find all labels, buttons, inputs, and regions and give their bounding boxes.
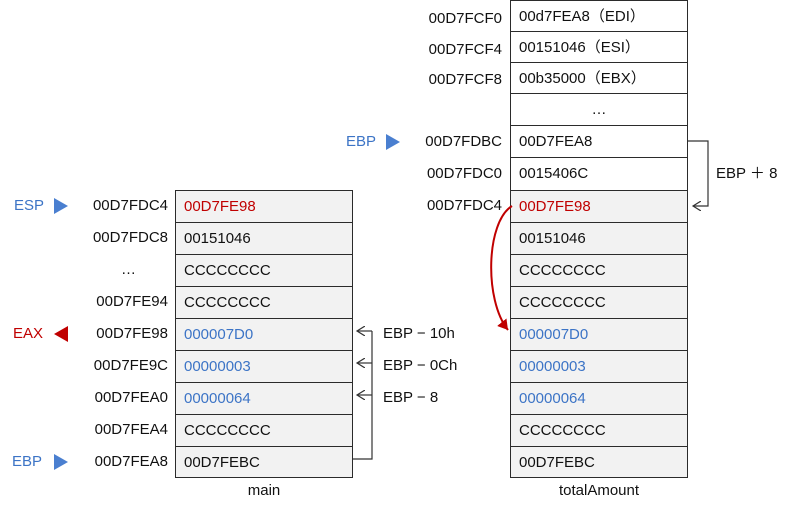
main-addr-4: 00D7FE98 — [96, 325, 168, 342]
total-cell-12: 00000064 — [510, 382, 688, 415]
main-cell-6: 00000064 — [175, 382, 353, 415]
total-addr-4: 00D7FDBC — [425, 133, 502, 150]
total-cell-9: CCCCCCCC — [510, 286, 688, 319]
ebp-total-label: EBP — [346, 133, 377, 150]
total-cell-3: … — [510, 93, 688, 126]
offset-ebp-minus-0ch: EBP − 0Ch — [383, 357, 458, 374]
main-cell-4: 000007D0 — [175, 318, 353, 351]
pointer-deref-arrow — [490, 205, 513, 331]
total-cell-14: 00D7FEBC — [510, 446, 688, 478]
main-addr-1: 00D7FDC8 — [92, 229, 168, 246]
main-cell-1: 00151046 — [175, 222, 353, 255]
total-cell-5: 0015406C — [510, 157, 688, 191]
total-cell-6: 00D7FE98 — [510, 190, 688, 223]
main-addr-8: 00D7FEA8 — [94, 453, 168, 470]
total-cell-7: 00151046 — [510, 222, 688, 255]
main-cell-5: 00000003 — [175, 350, 353, 383]
ebp-main-pointer-icon — [54, 454, 68, 470]
total-addr-5: 00D7FDC0 — [426, 165, 502, 182]
total-cell-10: 000007D0 — [510, 318, 688, 351]
total-offset-bracket — [688, 140, 709, 206]
ebp-main-label: EBP — [12, 453, 43, 470]
eax-label: EAX — [13, 325, 44, 342]
main-cell-3: CCCCCCCC — [175, 286, 353, 319]
total-cell-8: CCCCCCCC — [510, 254, 688, 287]
total-cell-0: 00d7FEA8（EDI） — [510, 0, 688, 32]
offset-ebp-plus-8: EBP ＋ 8 — [716, 165, 778, 182]
total-addr-0: 00D7FCF0 — [428, 10, 502, 27]
eax-pointer-icon — [54, 326, 68, 342]
main-addr-6: 00D7FEA0 — [94, 389, 168, 406]
total-addr-2: 00D7FCF8 — [428, 71, 502, 88]
esp-pointer-icon — [54, 198, 68, 214]
main-offset-bracket — [353, 331, 373, 460]
main-cell-0: 00D7FE98 — [175, 190, 353, 223]
total-addr-6: 00D7FDC4 — [426, 197, 502, 214]
ebp-total-pointer-icon — [386, 134, 400, 150]
main-addr-5: 00D7FE9C — [93, 357, 168, 374]
main-addr-0: 00D7FDC4 — [92, 197, 168, 214]
main-cell-7: CCCCCCCC — [175, 414, 353, 447]
main-addr-3: 00D7FE94 — [96, 293, 168, 310]
main-addr-7: 00D7FEA4 — [94, 421, 168, 438]
main-addr-2: … — [121, 261, 136, 278]
main-cell-2: CCCCCCCC — [175, 254, 353, 287]
offset-ebp-minus-10h: EBP − 10h — [383, 325, 455, 342]
totalamount-caption: totalAmount — [558, 482, 640, 499]
total-cell-2: 00b35000（EBX） — [510, 62, 688, 94]
esp-label: ESP — [14, 197, 45, 214]
main-caption: main — [247, 482, 281, 499]
total-cell-1: 00151046（ESI） — [510, 31, 688, 63]
main-cell-8: 00D7FEBC — [175, 446, 353, 478]
offset-ebp-minus-8: EBP − 8 — [383, 389, 439, 406]
total-addr-1: 00D7FCF4 — [428, 41, 502, 58]
